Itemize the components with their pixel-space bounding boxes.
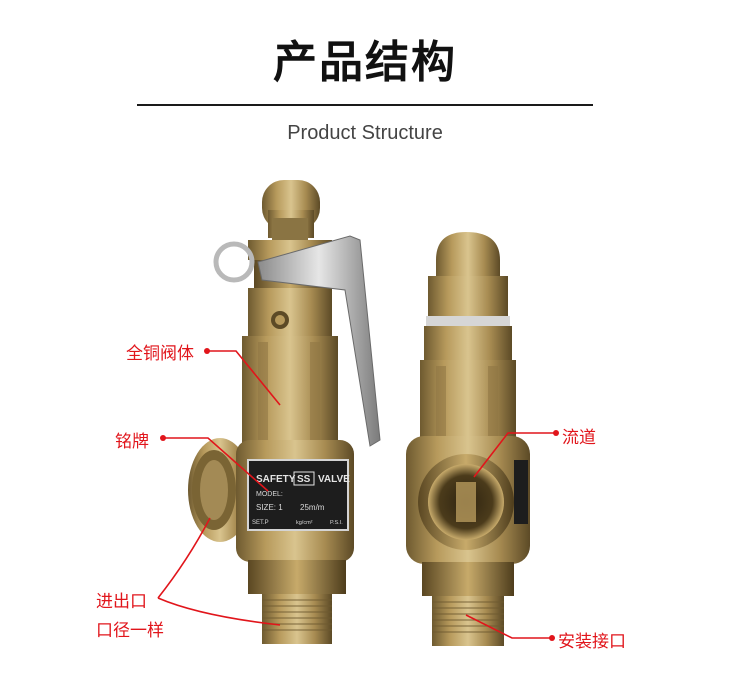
callout-inlet-outlet-line2: 口径一样 bbox=[96, 621, 164, 641]
nameplate-brand-left: SAFETY bbox=[256, 474, 296, 485]
nameplate-brand-right: VALVE bbox=[318, 474, 350, 485]
page-title: 产品结构 bbox=[273, 37, 457, 88]
nameplate: SAFETY SS VALVE MODEL: SIZE: 1 25m/m SET… bbox=[247, 459, 350, 531]
nameplate-brand-box: SS bbox=[297, 474, 311, 485]
callout-lines bbox=[157, 348, 559, 641]
callout-body-material: 全铜阀体 bbox=[126, 344, 194, 364]
product-photo: SAFETY SS VALVE MODEL: SIZE: 1 25m/m SET… bbox=[157, 180, 559, 646]
nameplate-size-value: 25m/m bbox=[300, 503, 325, 512]
right-valve bbox=[406, 232, 530, 646]
callout-inlet-outlet-line1: 进出口 bbox=[96, 592, 147, 612]
nameplate-unit-kg: kg/cm² bbox=[296, 520, 313, 526]
page-subtitle: Product Structure bbox=[287, 122, 443, 144]
left-valve: SAFETY SS VALVE MODEL: SIZE: 1 25m/m SET… bbox=[188, 180, 381, 644]
callout-nameplate: 铭牌 bbox=[115, 432, 149, 452]
callout-mounting-interface: 安装接口 bbox=[558, 632, 626, 652]
callout-inlet-outlet: 进出口 口径一样 bbox=[96, 588, 164, 646]
nameplate-set-label: SET.P bbox=[252, 520, 269, 526]
title-divider bbox=[137, 104, 593, 106]
nameplate-size-label: SIZE: 1 bbox=[256, 503, 283, 512]
callout-flow-channel: 流道 bbox=[562, 428, 596, 448]
nameplate-model-label: MODEL: bbox=[256, 491, 283, 498]
nameplate-unit-psi: P.S.I. bbox=[330, 520, 343, 526]
